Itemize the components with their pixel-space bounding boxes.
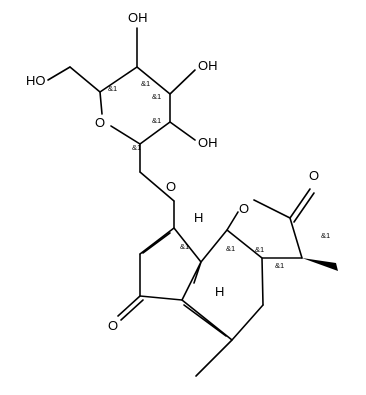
bond: [139, 121, 171, 145]
bond: [193, 261, 202, 284]
bond: [183, 304, 227, 337]
stereo-label: &1: [255, 245, 264, 254]
stereo-label: &1: [152, 92, 161, 101]
bond: [99, 66, 138, 93]
bond: [142, 232, 171, 254]
bond: [169, 69, 196, 95]
hydroxyl-label: OH: [128, 10, 148, 25]
bond: [99, 91, 103, 115]
bond: [195, 339, 233, 377]
bond: [139, 171, 175, 202]
hydroxyl-label: HO: [26, 73, 46, 88]
wedge-bond: [302, 258, 338, 271]
stereo-label: &1: [321, 231, 330, 240]
bond: [139, 295, 183, 301]
bond: [173, 227, 202, 263]
stereo-label: &1: [141, 79, 150, 88]
bond: [120, 299, 144, 321]
bond: [289, 188, 311, 219]
bond: [200, 229, 228, 263]
bond: [169, 121, 196, 141]
bond: [226, 211, 239, 231]
bond: [136, 66, 171, 95]
oxygen-label: O: [309, 168, 319, 183]
bond: [181, 261, 202, 301]
stereo-label: &1: [132, 143, 141, 152]
stereo-label: &1: [108, 84, 117, 93]
stereo-label: &1: [180, 242, 189, 251]
bond: [293, 192, 315, 223]
oxygen-label: O: [95, 115, 105, 130]
bond: [117, 295, 141, 317]
bond: [47, 66, 71, 81]
hydrogen-label: H: [215, 284, 224, 299]
bond: [289, 217, 303, 259]
oxygen-label: O: [108, 318, 118, 333]
oxygen-label: O: [166, 179, 176, 194]
hydroxyl-label: OH: [198, 58, 218, 73]
bond: [253, 199, 291, 219]
lactone-ring: [226, 199, 303, 259]
bond: [261, 257, 264, 306]
sugar-ring: [99, 66, 171, 145]
bond: [139, 227, 175, 255]
cyclopentenone-ring: [139, 227, 202, 301]
bond: [110, 125, 141, 145]
bond: [231, 304, 264, 341]
bond: [69, 66, 101, 93]
bond: [226, 229, 263, 259]
stereo-label: &1: [152, 116, 161, 125]
stereo-label: &1: [275, 261, 284, 270]
hydrogen-label: H: [194, 210, 203, 225]
hydroxyl-label: OH: [198, 135, 218, 150]
cycloheptene-ring: [181, 229, 264, 341]
oxygen-label: O: [239, 201, 249, 216]
stereo-label: &1: [226, 244, 235, 253]
